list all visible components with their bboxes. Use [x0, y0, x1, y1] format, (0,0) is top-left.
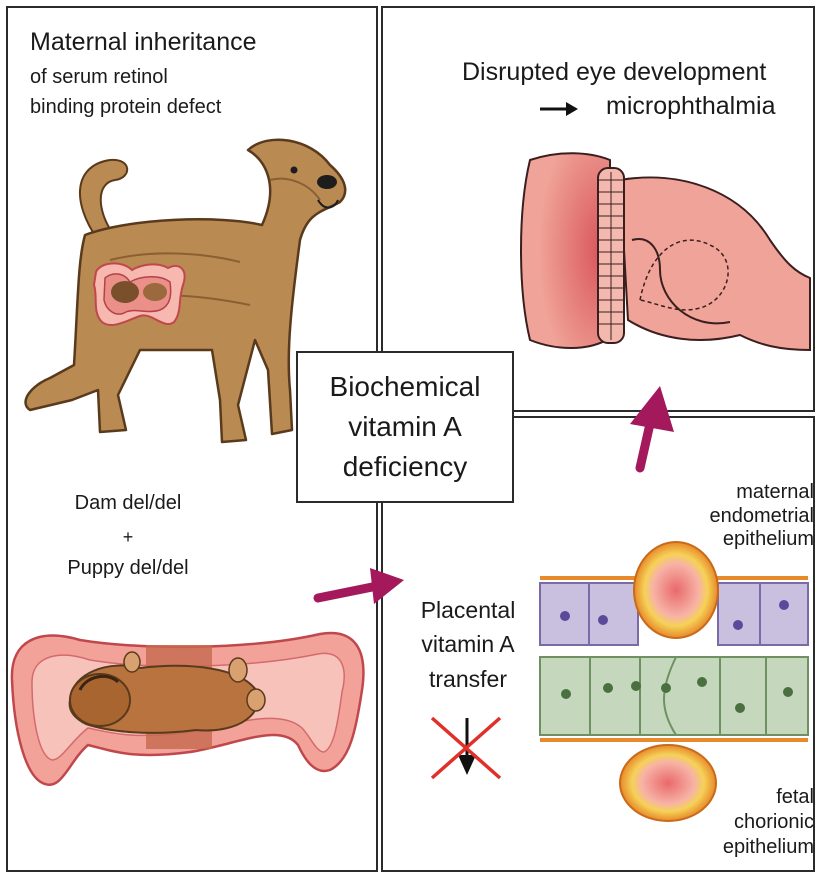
- deficiency-line-2: vitamin A: [298, 407, 512, 447]
- blocked-transfer-icon: [432, 718, 500, 778]
- maternal-inheritance-subtitle-2: binding protein defect: [30, 96, 221, 119]
- maternal-inheritance-subtitle-1: of serum retinol: [30, 66, 168, 89]
- deficiency-line-3: deficiency: [298, 447, 512, 487]
- deficiency-line-1: Biochemical: [298, 367, 512, 407]
- maternal-label-2: endometrial: [614, 505, 814, 528]
- uterus-puppy-illustration: [12, 633, 364, 785]
- maternal-label-3: epithelium: [614, 528, 814, 551]
- transfer-label-2: vitamin A: [383, 631, 553, 658]
- fetal-label-3: epithelium: [614, 836, 814, 859]
- placenta-illustration: [540, 542, 808, 821]
- transfer-label-1: Placental: [383, 597, 553, 624]
- microphthalmia-label: microphthalmia: [606, 92, 776, 121]
- arrow-up-to-eye-icon: [630, 386, 674, 468]
- small-arrow-icon: [540, 102, 578, 116]
- vitamin-a-deficiency-box: Biochemical vitamin A deficiency: [296, 351, 514, 503]
- dam-genotype-label: Dam del/del: [18, 492, 238, 515]
- fetal-label-2: chorionic: [614, 811, 814, 834]
- puppy-genotype-label: Puppy del/del: [18, 557, 238, 580]
- eye-development-illustration: [521, 153, 810, 350]
- fetal-label-1: fetal: [614, 786, 814, 809]
- plus-sign-label: +: [18, 527, 238, 548]
- eye-development-title: Disrupted eye development: [462, 58, 766, 87]
- maternal-inheritance-title: Maternal inheritance: [30, 28, 257, 57]
- transfer-label-3: transfer: [383, 666, 553, 693]
- maternal-label-1: maternal: [614, 481, 814, 504]
